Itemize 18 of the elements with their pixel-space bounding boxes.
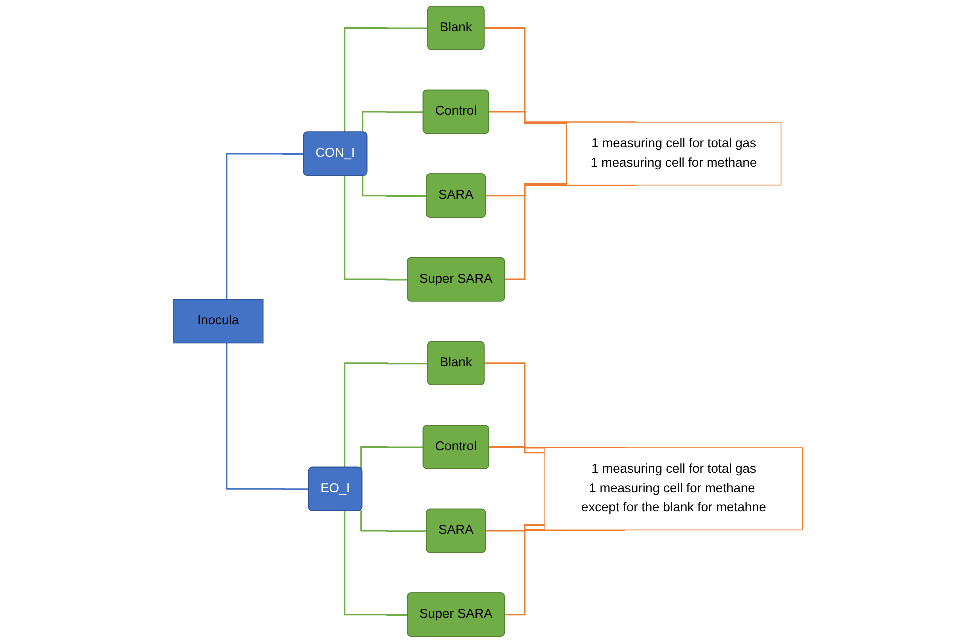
- connector: [486, 183, 567, 197]
- node-box: 1 measuring cell for total gas 1 measuring cell for methane: [566, 122, 782, 186]
- connector: [362, 111, 424, 133]
- connector: [226, 343, 310, 490]
- connector: [360, 446, 424, 469]
- connector: [344, 511, 408, 616]
- connector: [226, 153, 304, 300]
- connector: [344, 27, 429, 133]
- connector: [504, 184, 638, 281]
- connector: [344, 176, 408, 281]
- connector: [488, 111, 567, 125]
- connector: [360, 510, 428, 532]
- node-box: Inocula: [173, 299, 264, 344]
- connector: [486, 524, 546, 532]
- connector: [488, 446, 546, 454]
- connector: [344, 362, 429, 468]
- node-box: 1 measuring cell for total gas 1 measuring cell for methane except for the blank for metahne: [544, 448, 804, 531]
- connector: [362, 176, 428, 197]
